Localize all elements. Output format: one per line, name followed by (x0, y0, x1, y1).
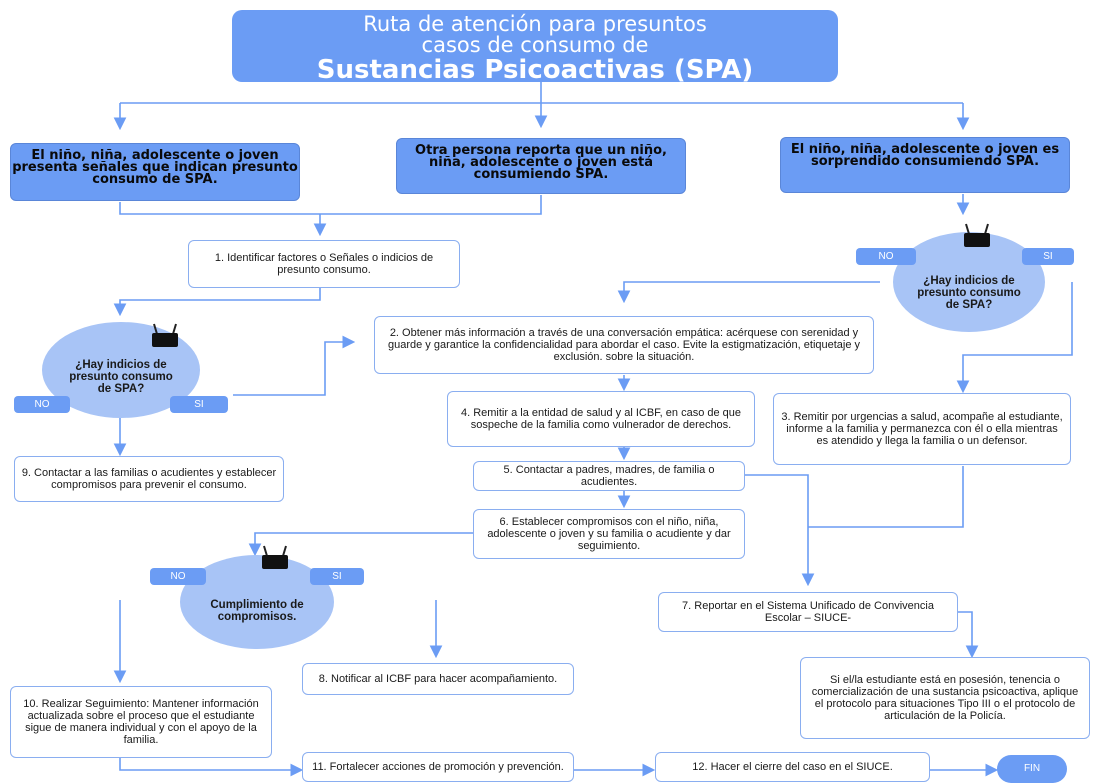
step-3-text: 3. Remitir por urgencias a salud, acompa… (781, 411, 1063, 447)
title-line-1: Ruta de atención para presuntos (363, 12, 707, 36)
step-7-box: 7. Reportar en el Sistema Unificado de C… (658, 592, 958, 632)
binder-clip-icon (148, 322, 182, 348)
binder-clip-icon (258, 544, 292, 570)
step-8-text: 8. Notificar al ICBF para hacer acompaña… (318, 673, 558, 685)
decision-bottom-no: NO (150, 568, 206, 585)
decision-left-si: SI (170, 396, 228, 413)
decision-left-text: ¿Hay indicios de presunto consumo de SPA… (69, 359, 173, 395)
step-6-box: 6. Establecer compromisos con el niño, n… (473, 509, 745, 559)
step-10-text: 10. Realizar Seguimiento: Mantener infor… (23, 698, 259, 746)
step-11-box: 11. Fortalecer acciones de promoción y p… (302, 752, 574, 782)
end-node: FIN (997, 755, 1067, 783)
start-box-report: Otra persona reporta que un niño, niña, … (396, 138, 686, 194)
step-2-text: 2. Obtener más información a través de u… (387, 327, 861, 363)
step-4-box: 4. Remitir a la entidad de salud y al IC… (447, 391, 755, 447)
step-4-text: 4. Remitir a la entidad de salud y al IC… (460, 407, 742, 431)
page-title: Ruta de atención para presuntos casos de… (232, 10, 838, 85)
step-12-text: 12. Hacer el cierre del caso en el SIUCE… (692, 761, 893, 773)
title-line-2: casos de consumo de (421, 33, 649, 57)
step-7-text: 7. Reportar en el Sistema Unificado de C… (682, 600, 934, 624)
step-9-box: 9. Contactar a las familias o acudientes… (14, 456, 284, 502)
decision-left-no: NO (14, 396, 70, 413)
decision-right-no: NO (856, 248, 916, 265)
step-12-box: 12. Hacer el cierre del caso en el SIUCE… (655, 752, 930, 782)
title-line-3: Sustancias Psicoactivas (SPA) (316, 55, 754, 85)
step-1-box: 1. Identificar factores o Señales o indi… (188, 240, 460, 288)
step-3-box: 3. Remitir por urgencias a salud, acompa… (773, 393, 1071, 465)
start-box-caught: El niño, niña, adolescente o joven es so… (780, 137, 1070, 193)
step-11-text: 11. Fortalecer acciones de promoción y p… (312, 761, 564, 773)
decision-right-text: ¿Hay indicios de presunto consumo de SPA… (917, 275, 1021, 311)
decision-bottom-text: Cumplimiento de compromisos. (210, 599, 304, 623)
step-1-text: 1. Identificar factores o Señales o indi… (214, 252, 434, 276)
binder-clip-icon (960, 222, 994, 248)
step-5-text: 5. Contactar a padres, madres, de famili… (503, 464, 715, 488)
start-box-signals: El niño, niña, adolescente o joven prese… (10, 143, 300, 201)
protocol-note-box: Si el/la estudiante está en posesión, te… (800, 657, 1090, 739)
decision-bottom-si: SI (310, 568, 364, 585)
decision-right-si: SI (1022, 248, 1074, 265)
step-5-box: 5. Contactar a padres, madres, de famili… (473, 461, 745, 491)
decision-right: ¿Hay indicios de presunto consumo de SPA… (893, 232, 1045, 332)
step-8-box: 8. Notificar al ICBF para hacer acompaña… (302, 663, 574, 695)
step-10-box: 10. Realizar Seguimiento: Mantener infor… (10, 686, 272, 758)
protocol-note-text: Si el/la estudiante está en posesión, te… (811, 674, 1079, 722)
step-2-box: 2. Obtener más información a través de u… (374, 316, 874, 374)
step-9-text: 9. Contactar a las familias o acudientes… (21, 467, 277, 491)
step-6-text: 6. Establecer compromisos con el niño, n… (487, 516, 731, 552)
